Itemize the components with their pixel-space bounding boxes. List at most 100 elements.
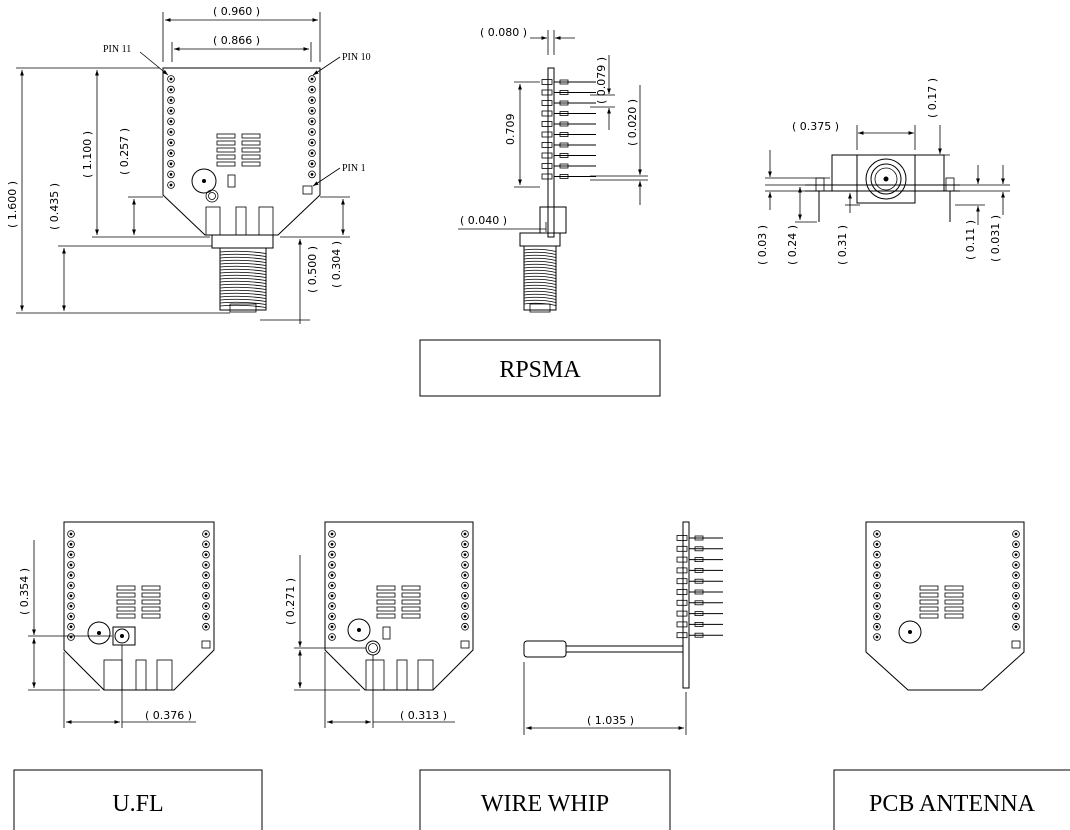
- dim-0257: ( 0.257 ): [118, 128, 131, 175]
- thread-line: [219, 277, 267, 281]
- dim-017: ( 0.17 ): [926, 78, 939, 118]
- pin-pad: [167, 75, 175, 83]
- pin-header-right: [202, 530, 210, 631]
- chip-pad: [944, 585, 964, 591]
- pin-hole: [169, 109, 173, 113]
- pin-hole: [463, 553, 467, 556]
- thread-line: [523, 272, 557, 276]
- pin-pad: [873, 530, 881, 538]
- chip-pad: [401, 599, 421, 605]
- side-pin-housing: [541, 100, 553, 106]
- side-pin-collar: [694, 632, 704, 638]
- pin-pad: [1012, 540, 1020, 549]
- top-connector-ring-mid: [870, 163, 902, 195]
- pcb-antenna-label: PCB ANTENNA: [869, 791, 1036, 817]
- side-pin-housing: [541, 152, 553, 159]
- pin-hole: [330, 625, 334, 629]
- chip-pad: [216, 140, 236, 146]
- pin-pad: [202, 602, 210, 610]
- side-pin-collar: [694, 600, 704, 606]
- chip-pad: [141, 585, 161, 591]
- pin-pad: [328, 612, 336, 621]
- pin-pad: [1012, 602, 1020, 610]
- pin-pad: [461, 530, 469, 538]
- pin-pad: [328, 602, 336, 610]
- chip-pad: [401, 613, 421, 619]
- pin-pad: [167, 96, 175, 104]
- pin-hole: [310, 109, 314, 113]
- chip-pad: [401, 606, 421, 612]
- connector-foot: [156, 659, 173, 691]
- pin-pad: [328, 550, 336, 559]
- rpsma-top-dimensions: [765, 125, 1010, 225]
- pin-pad: [67, 530, 75, 538]
- thread-line: [219, 262, 267, 266]
- side-pin-housing: [541, 79, 553, 85]
- thread-line: [219, 259, 267, 263]
- pin-pad: [67, 561, 75, 569]
- pin-pad: [308, 107, 316, 115]
- dim-0376: ( 0.376 ): [145, 709, 192, 722]
- pin-pad: [873, 622, 881, 631]
- ufl-connector-center: [120, 634, 124, 638]
- wire-whip-label-box: [419, 769, 671, 830]
- side-pin-collar: [559, 100, 569, 106]
- side-pin-housing: [676, 578, 688, 585]
- pin-hole: [69, 604, 73, 608]
- top-connector-body: [856, 154, 916, 204]
- chip-pad: [116, 592, 136, 598]
- pin-hole: [310, 151, 314, 155]
- pin1-square-pad: [1011, 640, 1021, 649]
- pin-hole: [169, 130, 173, 134]
- pin-pad: [202, 550, 210, 559]
- pin-pad: [328, 633, 336, 641]
- pin-pad: [308, 128, 316, 136]
- pin-pad: [67, 622, 75, 631]
- pin-pad: [461, 602, 469, 610]
- pin-hole: [69, 532, 73, 536]
- thread-line: [219, 289, 267, 293]
- pin-hole: [310, 130, 314, 134]
- pin-hole: [310, 162, 314, 166]
- pin-hole: [875, 563, 879, 567]
- pin-hole: [204, 625, 208, 629]
- thread-line: [219, 280, 267, 284]
- pin-hole: [875, 615, 879, 618]
- pin-header-left: [67, 530, 75, 641]
- thread-line: [219, 292, 267, 296]
- pin-hole: [875, 594, 879, 598]
- chip-pad: [376, 592, 396, 598]
- pin-hole: [204, 584, 208, 587]
- ufl-label-box: [13, 769, 263, 830]
- side-pin-housing: [676, 567, 688, 574]
- thread-line: [523, 254, 557, 258]
- chip-pads: [376, 585, 421, 619]
- chip-pad: [141, 613, 161, 619]
- thread-line: [219, 295, 267, 299]
- side-pin-collar: [559, 132, 569, 137]
- chip-pad: [919, 592, 939, 598]
- wire-whip-side-view: [523, 521, 723, 689]
- pin-pad: [202, 540, 210, 549]
- pin-pad: [1012, 581, 1020, 590]
- chip-pad: [944, 613, 964, 619]
- pin-pad: [67, 602, 75, 610]
- dim-1600: ( 1.600 ): [6, 181, 19, 228]
- pin-pad: [328, 540, 336, 549]
- pin-hole: [330, 542, 334, 546]
- pin-pad: [328, 581, 336, 590]
- chip-pad: [919, 606, 939, 612]
- thread-line: [523, 269, 557, 273]
- thread-line: [523, 266, 557, 270]
- wire-whip-view: [324, 521, 474, 691]
- thread-line: [523, 263, 557, 267]
- pin-hole: [875, 604, 879, 608]
- thread-line: [523, 281, 557, 285]
- chip-pad: [216, 147, 236, 153]
- connector-foot: [235, 206, 247, 236]
- dim-0020: ( 0.020 ): [626, 99, 639, 146]
- pin-hole: [463, 563, 467, 567]
- side-threaded-barrel: [523, 245, 557, 311]
- component-pad: [227, 174, 236, 188]
- pin-hole: [69, 563, 73, 567]
